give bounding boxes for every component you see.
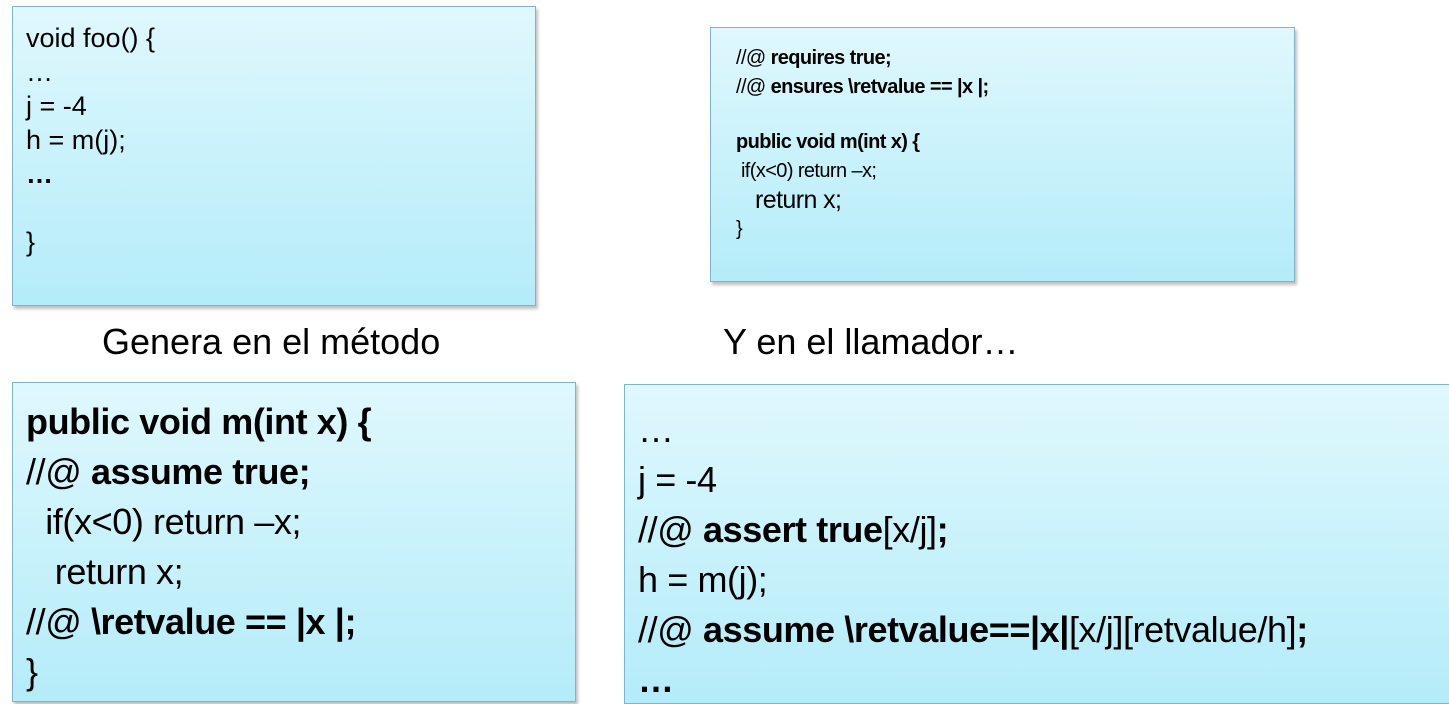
semicolon: ; xyxy=(936,509,949,550)
code-line: j = -4 xyxy=(638,459,717,500)
code-line: } xyxy=(26,227,36,257)
requires-line: //@ requires true; xyxy=(736,44,1294,73)
generated-caller-box: … j = -4 //@ assert true[x/j]; h = m(j);… xyxy=(624,384,1449,704)
comment-prefix: //@ xyxy=(736,76,771,98)
code-line: h = m(j); xyxy=(638,559,768,600)
blank-line xyxy=(736,102,1294,128)
caption-caller: Y en el llamador… xyxy=(723,321,1019,362)
code-line: … xyxy=(638,409,674,450)
code-line xyxy=(26,191,535,225)
assume-clause: assume true; xyxy=(90,451,311,492)
code-line: … xyxy=(26,57,53,87)
comment-prefix: //@ xyxy=(26,451,91,492)
code-line: j = -4 xyxy=(26,91,87,121)
generated-method-box: public void m(int x) { //@ assume true; … xyxy=(12,382,576,702)
code-line: void foo() { xyxy=(26,23,156,53)
ensures-clause: ensures \retvalue == |x |; xyxy=(770,76,990,98)
assert-line: //@ assert true[x/j]; xyxy=(638,505,1449,555)
comment-prefix: //@ xyxy=(26,601,91,642)
comment-prefix: //@ xyxy=(638,509,703,550)
comment-prefix: //@ xyxy=(736,47,771,69)
code-line: } xyxy=(26,651,38,692)
retvalue-line: //@ \retvalue == |x |; xyxy=(26,597,575,647)
retvalue-clause: \retvalue == |x |; xyxy=(90,601,357,642)
assert-clause: assert true xyxy=(702,509,883,550)
caption-method: Genera en el método xyxy=(102,321,441,362)
semicolon: ; xyxy=(1296,609,1308,650)
substitution: [x/j][retvalue/h] xyxy=(1068,609,1297,650)
substitution: [x/j] xyxy=(882,509,937,550)
code-line: … xyxy=(26,159,53,189)
method-signature: public void m(int x) { xyxy=(26,401,372,442)
code-line: return x; xyxy=(736,186,842,214)
code-line: } xyxy=(736,218,743,240)
assume-line: //@ assume true; xyxy=(26,447,575,497)
requires-clause: requires true; xyxy=(770,47,892,69)
spec-code-box: //@ requires true; //@ ensures \retvalue… xyxy=(710,27,1295,282)
code-line: if(x<0) return –x; xyxy=(736,160,877,182)
code-line: if(x<0) return –x; xyxy=(26,501,302,542)
assume-line: //@ assume \retvalue==|x|[x/j][retvalue/… xyxy=(638,605,1449,655)
code-line: return x; xyxy=(26,551,184,592)
assume-clause: assume \retvalue==|x| xyxy=(702,609,1069,650)
caller-code-box: void foo() { … j = -4 h = m(j); … } xyxy=(12,6,536,306)
method-signature: public void m(int x) { xyxy=(736,131,920,153)
code-line: … xyxy=(638,659,674,700)
ensures-line: //@ ensures \retvalue == |x |; xyxy=(736,73,1294,102)
comment-prefix: //@ xyxy=(638,609,703,650)
code-line: h = m(j); xyxy=(26,125,126,155)
